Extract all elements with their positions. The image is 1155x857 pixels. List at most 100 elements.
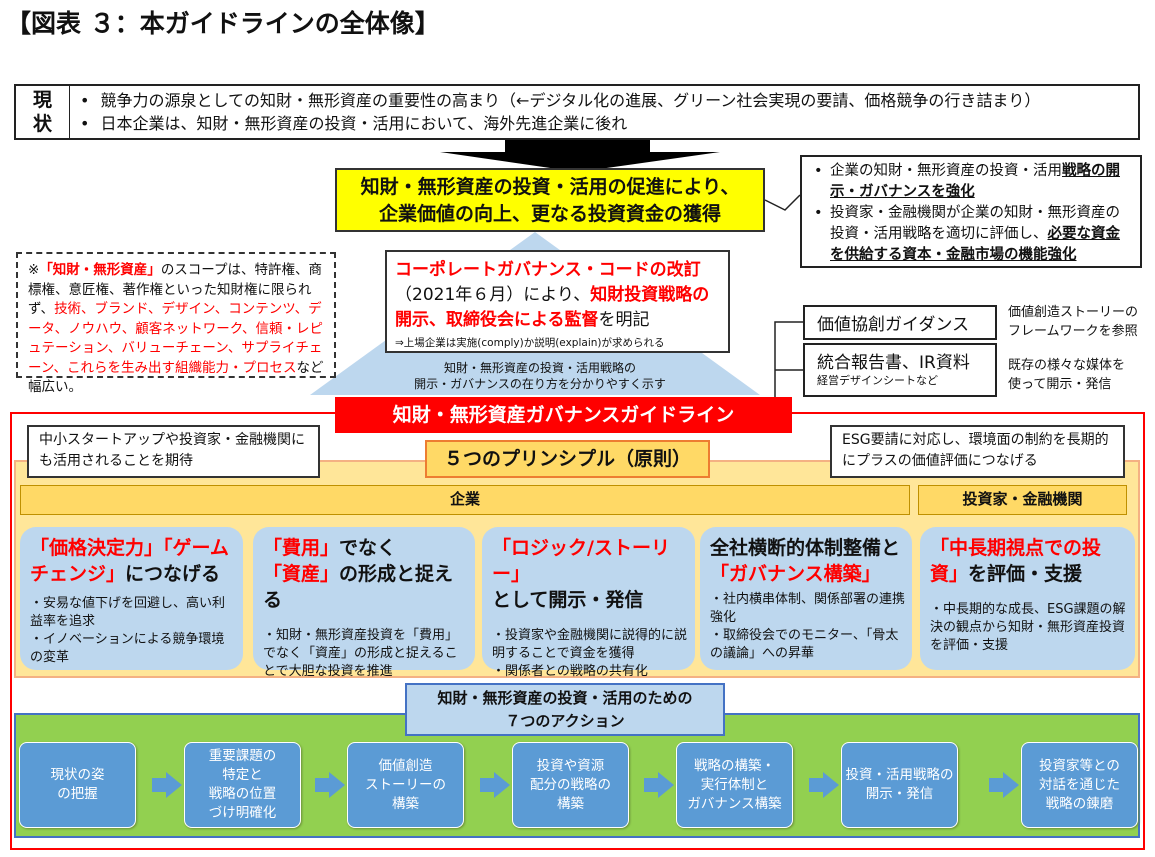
reference-sub: 経営デザインシートなど — [817, 374, 938, 387]
goal-box: 知財・無形資産の投資・活用の促進により、 企業価値の向上、更なる投資資金の獲得 — [335, 168, 765, 232]
principle-card: 全社横断的体制整備と「ガバナンス構築」 ・社内横串体制、関係部署の連携強化・取締… — [700, 527, 912, 670]
action-line: 配分の戦略の — [530, 776, 611, 793]
goal-connector-line — [764, 194, 801, 211]
action-step: 投資や資源配分の戦略の構築 — [512, 742, 629, 828]
company-header: 企業 — [20, 485, 910, 515]
goal-line: 企業価値の向上、更なる投資資金の獲得 — [378, 203, 721, 225]
action-step: 重要課題の特定と戦略の位置づけ明確化 — [184, 742, 301, 828]
red-text: 「ロジック/ストーリー」 — [492, 537, 670, 585]
action-label: 投資・活用戦略の開示・発信 — [846, 766, 954, 804]
action-label: 投資や資源配分の戦略の構築 — [530, 757, 611, 814]
cg-code-box: コーポレートガバナンス・コードの改訂 （2021年６月）により、知財投資戦略の開… — [385, 250, 730, 353]
action-line: 戦略の錬磨 — [1045, 795, 1114, 812]
pyramid-line: 開示・ガバナンスの在り方を分かりやすく示す — [414, 377, 666, 391]
desc-line: ・取締役会でのモニター、「骨太の議論」への昇華 — [710, 628, 899, 661]
desc-line: ・社内横串体制、関係部署の連携強化 — [710, 592, 906, 625]
text: 企業の知財・無形資産の投資・活用 — [830, 163, 1062, 179]
status-label: 現状 — [16, 86, 70, 138]
action-line: づけ明確化 — [208, 805, 277, 821]
red-text: 「価格決定力」「ゲームチェンジ」 — [30, 537, 229, 585]
pyramid-line: 知財・無形資産の投資・活用戦略の — [443, 361, 636, 375]
status-item: 日本企業は、知財・無形資産の投資・活用において、海外先進企業に後れ — [80, 112, 1040, 135]
black-text: につなげる — [125, 563, 221, 585]
principle-desc: ・投資家や金融機関に説得的に説明することで資金を獲得・関係者との戦略の共有化 — [492, 627, 688, 681]
investor-header: 投資家・金融機関 — [918, 485, 1127, 515]
status-list: 競争力の源泉としての知財・無形資産の重要性の高まり（←デジタル化の進展、グリーン… — [70, 86, 1050, 138]
reference-title: 価値協創ガイダンス — [817, 315, 969, 335]
principles-title: ５つのプリンシプル（原則） — [425, 440, 710, 478]
scope-term: 「知財・無形資産」 — [39, 262, 161, 278]
principle-heading: 「中長期視点での投資」を評価・支援 — [930, 535, 1128, 587]
guideline-title: 知財・無形資産ガバナンスガイドライン — [335, 397, 792, 433]
principle-desc: ・社内横串体制、関係部署の連携強化・取締役会でのモニター、「骨太の議論」への昇華 — [710, 591, 905, 663]
action-step: 戦略の構築・実行体制とガバナンス構築 — [676, 742, 793, 828]
text: 投資家・金融機関が企業の知財・無形資産の投資・活用戦略を適切に評価し、 — [830, 205, 1120, 242]
desc-line: フレームワークを参照 — [1008, 324, 1138, 339]
action-line: 対話を通じた — [1039, 776, 1120, 793]
red-text: 「費用」 — [263, 537, 340, 559]
goal-line: 知財・無形資産の投資・活用の促進により、 — [360, 176, 740, 198]
down-arrow-icon — [440, 140, 720, 172]
action-line: 構築 — [557, 795, 584, 812]
principle-card: 「中長期視点での投資」を評価・支援 ・中長期的な成長、ESG課題の解決の観点から… — [920, 527, 1135, 670]
principle-card: 「価格決定力」「ゲームチェンジ」につなげる ・安易な値下げを回避し、高い利益率を… — [20, 527, 243, 670]
red-text: 「資産」 — [263, 563, 340, 585]
scope-text: のスコープは、特許権、商標権、意匠権、著作権といった知財権に限られず、 — [28, 262, 323, 317]
action-line: 価値創造 — [378, 757, 433, 774]
action-line: 構築 — [392, 795, 419, 812]
principle-card: 「費用」でなく「資産」の形成と捉える ・知財・無形資産投資を「費用」でなく「資産… — [253, 527, 475, 679]
pyramid-text: 知財・無形資産の投資・活用戦略の 開示・ガバナンスの在り方を分かりやすく示す — [410, 360, 670, 392]
principle-heading: 全社横断的体制整備と「ガバナンス構築」 — [710, 535, 905, 587]
action-line: ストーリーの — [365, 776, 446, 793]
goal-detail-item: 投資家・金融機関が企業の知財・無形資産の投資・活用戦略を適切に評価し、必要な資金… — [812, 203, 1132, 266]
action-line: の把握 — [57, 786, 98, 802]
emphasis: 戦略の開示・ガバナンスを強化 — [830, 163, 1120, 200]
principle-desc: ・知財・無形資産投資を「費用」でなく「資産」の形成と捉えることで大胆な投資を推進 — [263, 627, 468, 681]
black-text: を評価・支援 — [968, 563, 1083, 585]
desc-line: 既存の様々な媒体を — [1008, 358, 1126, 373]
cg-text: （2021年６月）により、 — [395, 285, 591, 305]
black-text: 全社横断的体制整備と — [710, 537, 901, 559]
action-line: ガバナンス構築 — [687, 795, 782, 812]
black-text: でなく — [339, 537, 397, 559]
reference-box: 価値協創ガイダンス — [803, 305, 997, 340]
desc-line: ・知財・無形資産投資を「費用」でなく「資産」の形成と捉えることで大胆な投資を推進 — [263, 628, 459, 679]
right-arrow-icon — [152, 772, 182, 798]
action-label: 戦略の構築・実行体制とガバナンス構築 — [687, 757, 781, 814]
status-item: 競争力の源泉としての知財・無形資産の重要性の高まり（←デジタル化の進展、グリーン… — [80, 89, 1041, 112]
black-text: の形成と捉える — [263, 563, 454, 611]
reference-box: 統合報告書、IR資料経営デザインシートなど — [803, 343, 997, 397]
scope-examples: 技術、ブランド、デザイン、コンテンツ、データ、ノウハウ、顧客ネットワーク、信頼・… — [28, 301, 323, 376]
black-text: として開示・発信 — [492, 589, 644, 611]
reference-desc: 価値創造ストーリーのフレームワークを参照 — [1008, 303, 1138, 341]
principle-heading: 「価格決定力」「ゲームチェンジ」につなげる — [30, 535, 236, 587]
red-text: 「ガバナンス構築」 — [710, 563, 881, 585]
action-line: 投資家等との — [1039, 757, 1120, 774]
action-line: 重要課題の — [208, 748, 277, 764]
scope-note-box: ※「知財・無形資産」のスコープは、特許権、商標権、意匠権、著作権といった知財権に… — [16, 252, 336, 395]
cg-text: を明記 — [598, 310, 650, 330]
action-label: 価値創造ストーリーの構築 — [365, 757, 446, 814]
action-line: 戦略の構築・ — [693, 757, 775, 774]
action-step: 投資・活用戦略の開示・発信 — [841, 742, 958, 828]
figure-title: 【図表 ３：本ガイドラインの全体像】 — [6, 9, 440, 38]
principle-heading: 「費用」でなく「資産」の形成と捉える — [263, 535, 468, 613]
red-text: 「中長期視点での投資」 — [930, 537, 1102, 585]
principle-desc: ・安易な値下げを回避し、高い利益率を追求・イノベーションによる競争環境の変革 — [30, 595, 236, 667]
desc-line: ・関係者との戦略の共有化 — [492, 664, 648, 679]
status-label-1: 現 — [32, 89, 52, 111]
goal-detail-item: 企業の知財・無形資産の投資・活用戦略の開示・ガバナンスを強化 — [812, 161, 1132, 203]
action-line: 投資や資源 — [536, 757, 605, 774]
right-arrow-icon — [480, 772, 510, 798]
principle-heading: 「ロジック/ストーリー」として開示・発信 — [492, 535, 688, 613]
cg-note: ⇒上場企業は実施(comply)か説明(explain)が求められる — [395, 337, 665, 349]
principle-desc: ・中長期的な成長、ESG課題の解決の観点から知財・無形資産投資を評価・支援 — [930, 601, 1128, 655]
right-arrow-icon — [315, 772, 345, 798]
principle-card: 「ロジック/ストーリー」として開示・発信 ・投資家や金融機関に説得的に説明するこ… — [482, 527, 695, 679]
right-arrow-icon — [809, 772, 839, 798]
cg-heading: コーポレートガバナンス・コードの改訂 — [395, 260, 701, 280]
sme-note: 中小スタートアップや投資家・金融機関にも活用されることを期待 — [27, 425, 320, 478]
title-line: ７つのアクション — [505, 712, 625, 730]
current-status-box: 現状 競争力の源泉としての知財・無形資産の重要性の高まり（←デジタル化の進展、グ… — [14, 84, 1140, 140]
note-mark: ※ — [28, 262, 40, 278]
